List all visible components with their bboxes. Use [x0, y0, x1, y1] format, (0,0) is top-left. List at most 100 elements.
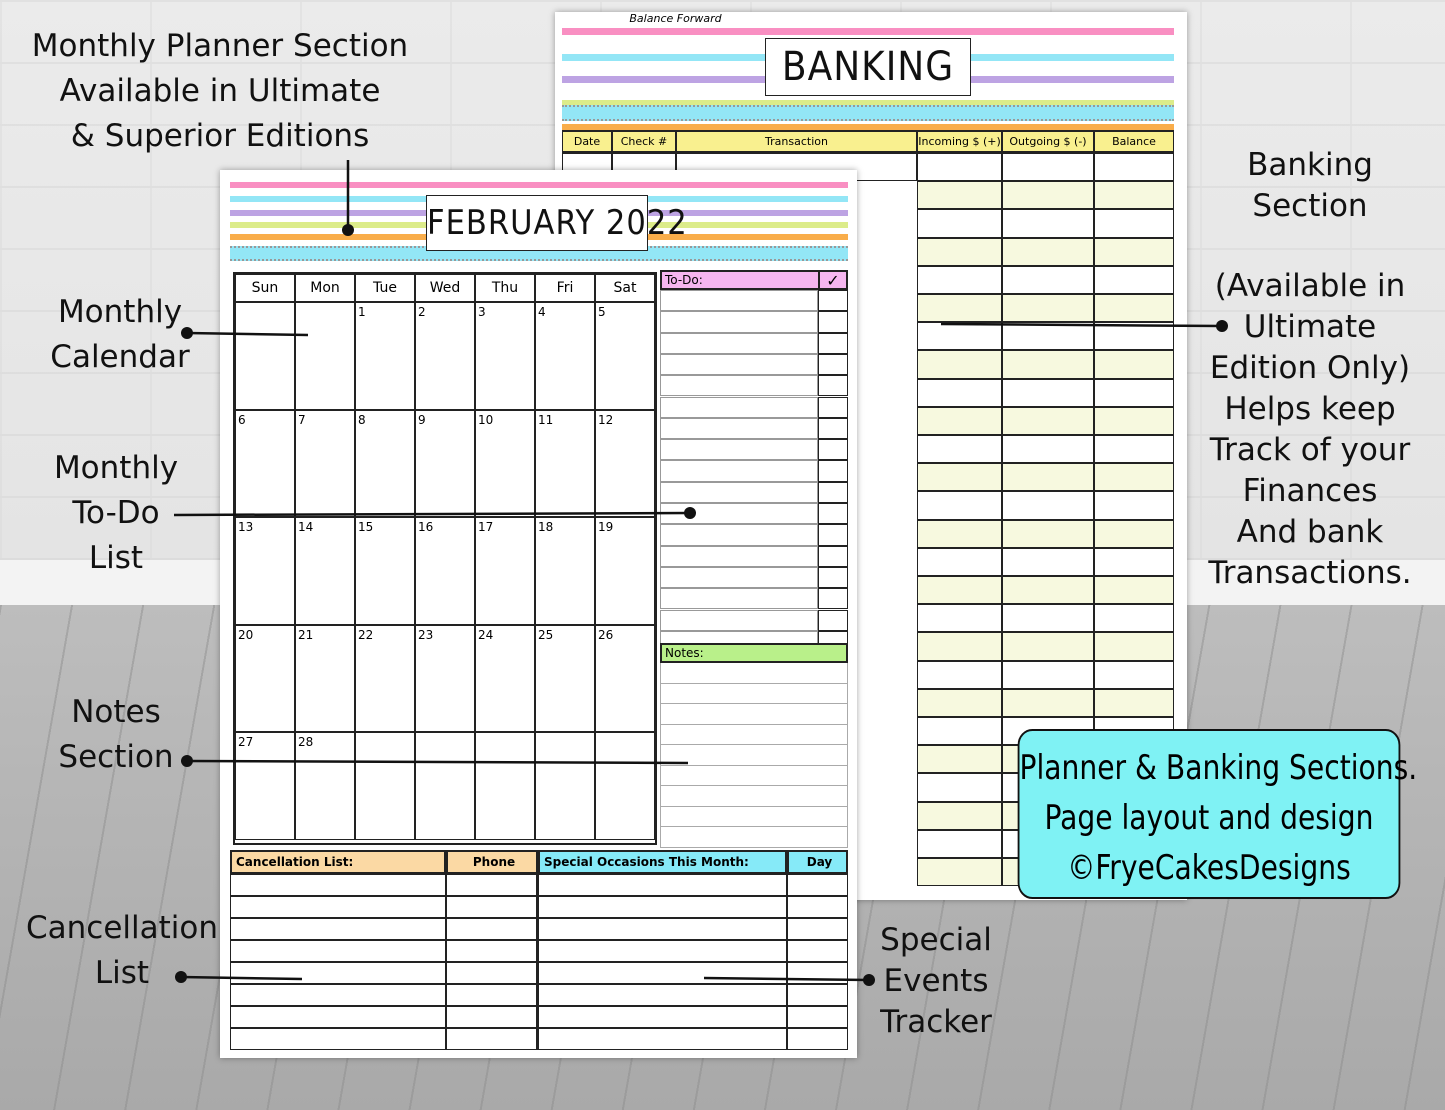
calendar-day-cell: 15	[355, 517, 415, 625]
todo-line	[660, 417, 818, 440]
todo-checkbox	[818, 460, 848, 482]
special-occasion-row-cell	[787, 1028, 848, 1050]
connector-line	[186, 759, 689, 765]
connector-line	[940, 322, 1223, 328]
special-occasions-header: Special Occasions This Month:	[538, 850, 787, 874]
calendar-day-cell: 21	[295, 624, 355, 732]
table-cell	[1002, 209, 1094, 238]
weekday-header: Wed	[415, 274, 475, 302]
table-cell	[917, 519, 1002, 548]
cancellation-row-cell	[230, 940, 446, 962]
month-title: FEBRUARY 2022	[426, 195, 687, 251]
calendar-day-cell: 13	[235, 517, 295, 625]
todo-checkbox	[818, 290, 848, 312]
todo-line	[660, 481, 818, 503]
table-cell	[917, 745, 1002, 774]
table-cell	[1094, 209, 1174, 238]
special-occasion-row-cell	[538, 1006, 787, 1028]
annotation-todo: Monthly To-Do List	[53, 450, 179, 576]
special-occasion-row-cell	[538, 940, 787, 962]
cancellation-row-cell	[446, 962, 538, 984]
table-cell	[1002, 181, 1094, 210]
calendar-day-cell	[595, 732, 655, 840]
calendar-day-cell: 12	[595, 409, 655, 517]
connector-dot	[863, 974, 875, 986]
calendar-day-cell: 28	[295, 732, 355, 840]
table-cell	[917, 632, 1002, 661]
todo-checkbox	[818, 311, 848, 333]
connector-dot	[175, 971, 187, 983]
special-occasion-row-cell	[787, 984, 848, 1006]
calendar-day-cell: 20	[235, 624, 295, 732]
connector-line	[173, 511, 691, 517]
table-cell	[1094, 265, 1174, 294]
notes-line	[660, 745, 848, 766]
todo-checkbox	[818, 375, 848, 397]
table-cell	[917, 237, 1002, 266]
weekday-header: Mon	[295, 274, 355, 302]
calendar-day-cell: 4	[535, 302, 595, 410]
table-cell	[1094, 576, 1174, 605]
column-header: Transaction	[676, 130, 917, 153]
table-cell	[1002, 265, 1094, 294]
table-cell	[1002, 378, 1094, 407]
special-occasion-row-cell	[787, 918, 848, 940]
cancellation-row-cell	[230, 896, 446, 918]
special-occasion-row-cell	[538, 918, 787, 940]
table-cell	[1094, 519, 1174, 548]
calendar-day-cell: 1	[355, 302, 415, 410]
special-occasion-row-cell	[538, 962, 787, 984]
cancellation-row-cell	[446, 984, 538, 1006]
special-occasion-row-cell	[538, 896, 787, 918]
special-occasion-row-cell	[787, 1006, 848, 1028]
todo-line	[660, 332, 818, 354]
table-cell	[917, 322, 1002, 351]
calendar-day-cell: 11	[535, 409, 595, 517]
table-cell	[1094, 237, 1174, 266]
table-cell	[1002, 406, 1094, 435]
column-header: Outgoing $ (-)	[1002, 130, 1094, 153]
table-cell	[1002, 491, 1094, 520]
table-cell	[1002, 660, 1094, 689]
table-cell	[1094, 181, 1174, 210]
banking-title: BANKING	[765, 38, 971, 96]
table-cell	[917, 153, 1002, 182]
cancellation-row-cell	[230, 918, 446, 940]
calendar-day-cell: 18	[535, 517, 595, 625]
special-occasion-row-cell	[787, 940, 848, 962]
phone-header: Phone	[446, 850, 538, 874]
day-header: Day	[787, 850, 848, 874]
table-cell	[1002, 463, 1094, 492]
table-cell	[1002, 688, 1094, 717]
cancellation-row-cell	[230, 1028, 446, 1050]
checkmark-icon: ✓	[818, 270, 848, 290]
calendar-day-cell: 10	[475, 409, 535, 517]
cancellation-row-cell	[446, 1028, 538, 1050]
table-cell	[1094, 350, 1174, 379]
calendar-day-cell: 14	[295, 517, 355, 625]
table-cell	[1002, 435, 1094, 464]
table-cell	[1002, 576, 1094, 605]
annotation-monthly-planner: Monthly Planner Section Available in Ult…	[31, 28, 409, 154]
calendar-day-cell	[415, 732, 475, 840]
calendar-day-cell: 7	[295, 409, 355, 517]
table-cell	[917, 406, 1002, 435]
table-cell	[917, 688, 1002, 717]
table-cell	[1094, 406, 1174, 435]
calendar-day-cell: 27	[235, 732, 295, 840]
table-cell	[1094, 660, 1174, 689]
column-header: Incoming $ (+)	[917, 130, 1002, 153]
weekday-header: Sun	[235, 274, 295, 302]
todo-line	[660, 545, 818, 567]
balance-forward-label: Balance Forward	[555, 12, 796, 25]
connector-dot	[342, 224, 354, 236]
calendar-day-cell: 25	[535, 624, 595, 732]
annotation-banking: Banking Section	[1247, 147, 1373, 224]
table-cell	[1094, 463, 1174, 492]
cancellation-row-cell	[446, 940, 538, 962]
calendar-day-cell: 5	[595, 302, 655, 410]
special-occasion-row-cell	[787, 896, 848, 918]
connector-line	[186, 331, 309, 337]
cancellation-row-cell	[230, 874, 446, 896]
